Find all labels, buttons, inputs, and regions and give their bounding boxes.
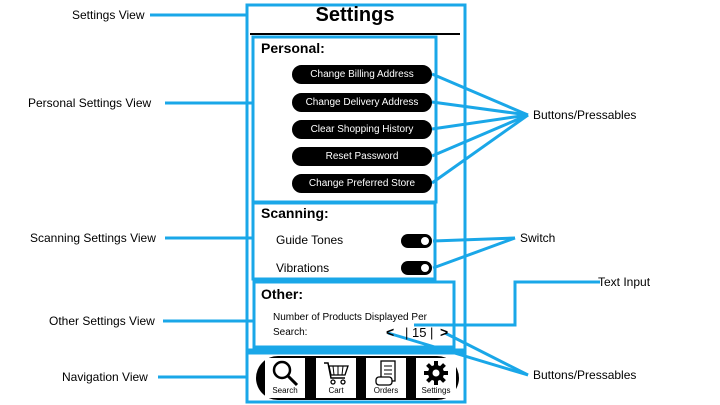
label-navigation-view: Navigation View (62, 370, 148, 384)
decrement-button[interactable]: < (386, 324, 395, 340)
label-personal-settings-view: Personal Settings View (28, 96, 152, 110)
other-heading: Other: (261, 286, 303, 302)
nav-search[interactable]: Search (265, 358, 305, 398)
label-settings-view: Settings View (72, 8, 145, 22)
vibrations-switch[interactable] (401, 261, 432, 275)
nav-settings[interactable]: Settings (416, 358, 456, 398)
nav-settings-label: Settings (421, 386, 451, 395)
nav-orders-label: Orders (373, 386, 399, 395)
products-per-search-line1: Number of Products Displayed Per (273, 312, 427, 323)
reset-password-button[interactable]: Reset Password (292, 147, 432, 166)
change-delivery-address-button[interactable]: Change Delivery Address (292, 93, 432, 112)
gear-icon (424, 361, 448, 385)
products-per-search-input[interactable]: | 15 | (405, 325, 434, 340)
guide-tones-label: Guide Tones (276, 233, 344, 247)
clear-shopping-history-button[interactable]: Clear Shopping History (292, 120, 432, 139)
personal-heading: Personal: (261, 40, 325, 56)
switch-knob (419, 262, 431, 274)
label-buttons-pressables-top: Buttons/Pressables (533, 108, 637, 122)
change-billing-address-button[interactable]: Change Billing Address (292, 65, 432, 84)
label-scanning-settings-view: Scanning Settings View (30, 231, 156, 245)
change-preferred-store-button[interactable]: Change Preferred Store (292, 174, 432, 193)
vibrations-label: Vibrations (276, 261, 330, 275)
title-divider (250, 33, 460, 35)
scanning-heading: Scanning: (261, 205, 329, 221)
nav-search-label: Search (272, 386, 298, 395)
orders-icon (375, 360, 396, 386)
page-title: Settings (315, 4, 395, 26)
products-per-search-label: Number of Products Displayed Per Search: (273, 310, 427, 340)
label-text-input: Text Input (598, 275, 651, 289)
label-switch: Switch (520, 231, 556, 245)
navigation-bar: Search Cart Orders (256, 356, 459, 400)
label-other-settings-view: Other Settings View (49, 314, 155, 328)
products-per-search-line2: Search: (273, 327, 308, 338)
guide-tones-switch[interactable] (401, 234, 432, 248)
switch-knob (419, 235, 431, 247)
nav-orders[interactable]: Orders (366, 358, 406, 398)
nav-cart-label: Cart (328, 386, 344, 395)
search-icon (272, 360, 299, 387)
increment-button[interactable]: > (440, 324, 449, 340)
cart-icon (324, 362, 349, 385)
nav-cart[interactable]: Cart (316, 358, 356, 398)
label-buttons-pressables-bottom: Buttons/Pressables (533, 368, 637, 382)
